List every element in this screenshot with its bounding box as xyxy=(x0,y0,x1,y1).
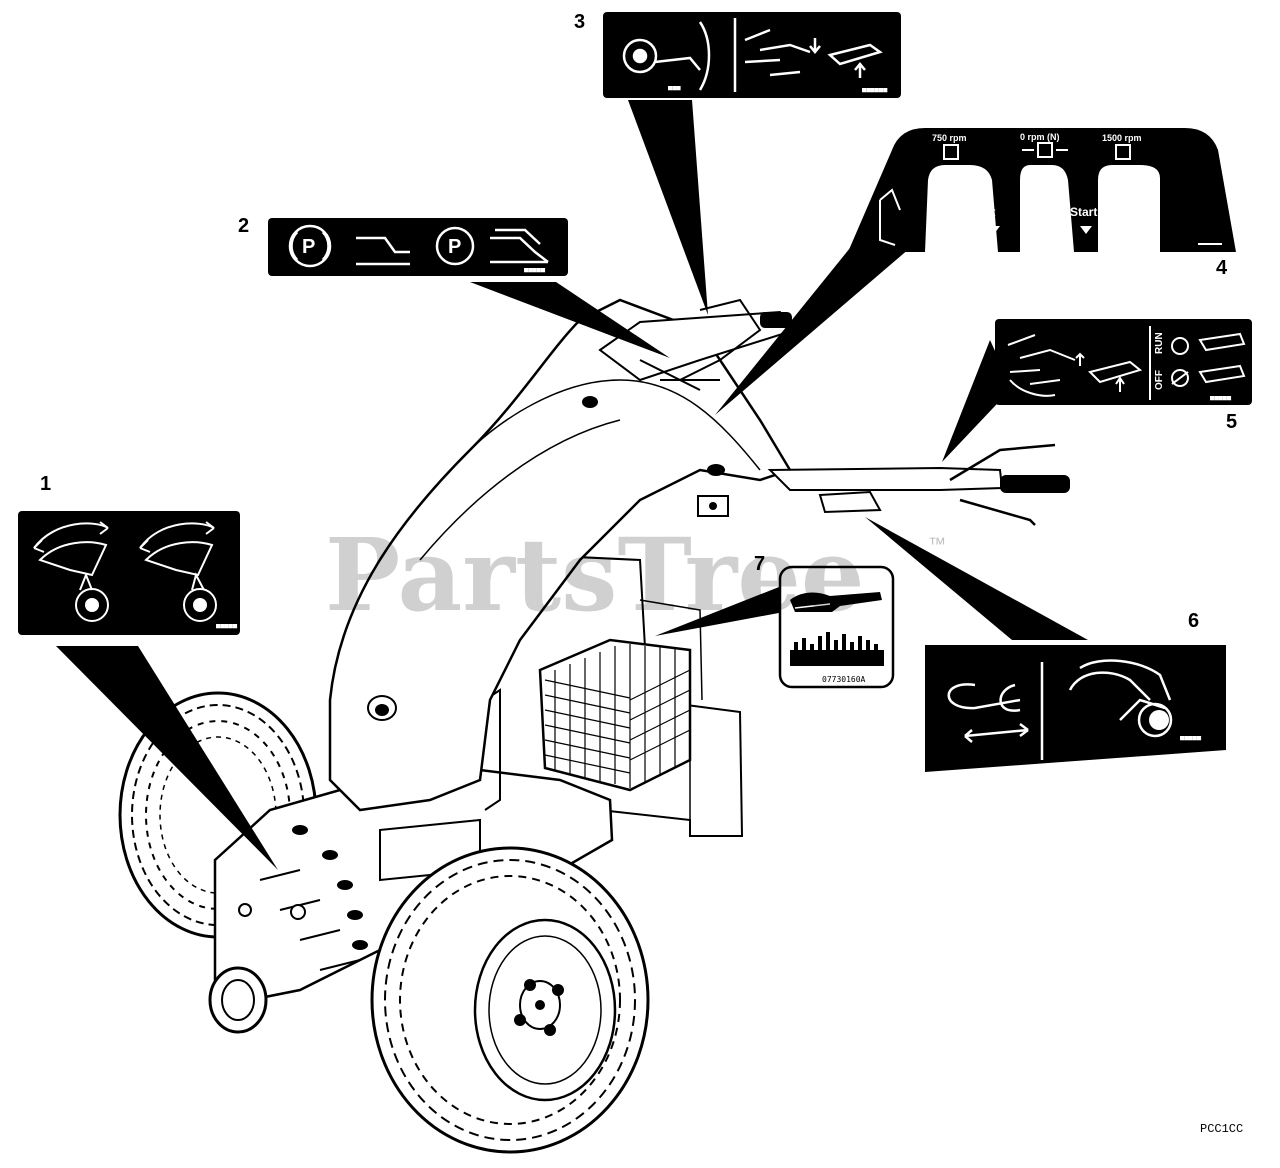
leader-6 xyxy=(865,517,1088,640)
watermark: PartsTree xyxy=(325,516,865,634)
callout-numbers: 1 2 3 4 5 6 7 xyxy=(40,11,1237,632)
svg-text:P: P xyxy=(302,236,315,258)
leader-5 xyxy=(942,340,1012,462)
callout-5: 5 xyxy=(1226,411,1237,433)
trademark-symbol: ™ xyxy=(928,534,946,554)
decal-6-handle-adjust: ■■■■■ xyxy=(925,645,1226,772)
leader-7 xyxy=(655,585,784,636)
callout-4: 4 xyxy=(1216,257,1228,279)
decal-7-code: 07730160A xyxy=(822,675,866,684)
decal-2-parking-brake: P P ■■■■■ xyxy=(268,218,568,276)
callout-6: 6 xyxy=(1188,610,1199,632)
leader-1 xyxy=(56,646,278,870)
leader-3 xyxy=(628,100,708,315)
rpm-label-neutral: 0 rpm (N) xyxy=(1020,132,1060,142)
rpm-label-low: 750 rpm xyxy=(932,133,967,143)
off-label: OFF xyxy=(1154,370,1165,390)
callout-2: 2 xyxy=(238,215,249,237)
svg-text:■■■■■: ■■■■■ xyxy=(1180,734,1202,742)
callout-3: 3 xyxy=(574,11,585,33)
decal-1-steering: ■■■■■ xyxy=(18,511,240,635)
svg-text:■■■■■: ■■■■■ xyxy=(524,266,546,274)
decal-7-hand-warning: 07730160A xyxy=(778,565,895,689)
leader-2 xyxy=(470,282,670,358)
svg-text:P: P xyxy=(448,236,461,258)
leader-4 xyxy=(715,248,910,415)
rpm-label-high: 1500 rpm xyxy=(1102,133,1142,143)
callout-1: 1 xyxy=(40,473,51,495)
svg-text:■■■: ■■■ xyxy=(668,84,681,92)
tiller-frame xyxy=(328,298,1070,812)
run-label: RUN xyxy=(1154,332,1165,354)
svg-text:■■■■■: ■■■■■ xyxy=(216,622,238,630)
svg-text:■■■■■: ■■■■■ xyxy=(1210,394,1232,402)
start-label-2: Start xyxy=(1070,205,1097,219)
engine-guard-grille xyxy=(538,638,692,792)
decal-4-throttle: 750 rpm 0 rpm (N) 1500 rpm Start Start xyxy=(848,128,1236,252)
figure-reference: PCC1CC xyxy=(1200,1122,1243,1136)
decal-3-clutch: ■■■ ■■■■■■ xyxy=(603,12,901,98)
callout-7: 7 xyxy=(754,553,765,575)
svg-text:■■■■■■: ■■■■■■ xyxy=(862,86,888,94)
leader-lines xyxy=(56,100,1088,870)
decal-5-run-off: RUN OFF ■■■■■ xyxy=(995,319,1252,405)
start-label-1: Start xyxy=(968,205,995,219)
front-wheel xyxy=(370,846,650,1154)
machine-illustration xyxy=(118,298,1070,1154)
